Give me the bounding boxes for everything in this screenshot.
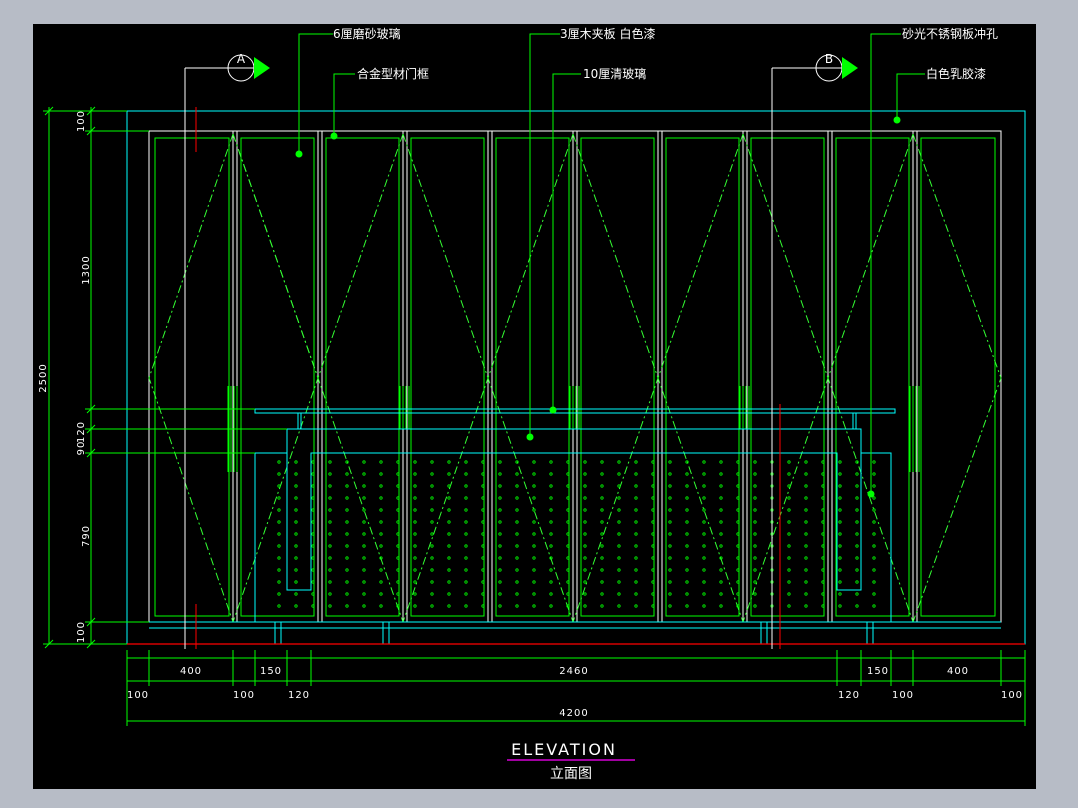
bottom-dimension-lines: [126, 650, 1026, 726]
counter-base: [149, 621, 1001, 645]
dim-left-mid-a: 120: [76, 421, 87, 443]
drawing-title: ELEVATION: [511, 740, 617, 759]
dim-bottom-r2-6: 100: [1001, 690, 1023, 701]
section-mark-a-label: A: [237, 52, 246, 66]
dim-left-upper: 1300: [81, 255, 92, 284]
callout-steel-plate: 砂光不锈钢板冲孔: [902, 26, 998, 41]
dim-bottom-r2-3: 120: [288, 690, 310, 701]
dim-bottom-3: 2460: [559, 666, 588, 677]
dim-overall: 4200: [559, 708, 588, 719]
drawing-canvas: A B 6厘磨砂玻璃 合金型材门框 3厘木夹板 白色漆 10厘清玻璃 砂光不锈钢…: [33, 24, 1036, 789]
dim-bottom-r2-1: 100: [127, 690, 149, 701]
dim-bottom-r2-4: 120: [838, 690, 860, 701]
section-mark-b: B: [771, 52, 858, 649]
dim-bottom-1: 400: [180, 666, 202, 677]
dim-bottom-2: 150: [260, 666, 282, 677]
dim-left-top: 100: [76, 110, 87, 132]
section-mark-b-label: B: [825, 52, 833, 66]
dim-bottom-4: 150: [867, 666, 889, 677]
perforated-steel-panel: [265, 460, 883, 616]
door-handles: [227, 386, 920, 472]
dim-left-bottom: 100: [76, 621, 87, 643]
callout-latex-paint: 白色乳胶漆: [926, 66, 986, 81]
section-cut-lines: [195, 107, 781, 649]
drawing-subtitle: 立面图: [550, 766, 592, 782]
callout-frosted-glass: 6厘磨砂玻璃: [333, 27, 401, 41]
door-swing-lines: [148, 133, 1002, 623]
section-mark-a: A: [184, 52, 270, 649]
callout-clear-glass: 10厘清玻璃: [583, 67, 646, 81]
dim-bottom-5: 400: [947, 666, 969, 677]
callout-alloy-frame: 合金型材门框: [357, 66, 429, 81]
dim-bottom-r2-2: 100: [233, 690, 255, 701]
dim-left-lower: 790: [81, 525, 92, 547]
counter-posts: [297, 413, 857, 429]
dim-left-mid-b: 90: [76, 441, 87, 456]
callout-plywood-white: 3厘木夹板 白色漆: [560, 26, 655, 41]
callout-leaders: [295, 33, 925, 498]
dim-left-total: 2500: [38, 363, 49, 392]
elevation-drawing: A B 6厘磨砂玻璃 合金型材门框 3厘木夹板 白色漆 10厘清玻璃 砂光不锈钢…: [38, 26, 1026, 782]
left-dimension-lines: [43, 106, 287, 649]
dim-bottom-r2-5: 100: [892, 690, 914, 701]
glass-counter-top: [254, 408, 896, 414]
